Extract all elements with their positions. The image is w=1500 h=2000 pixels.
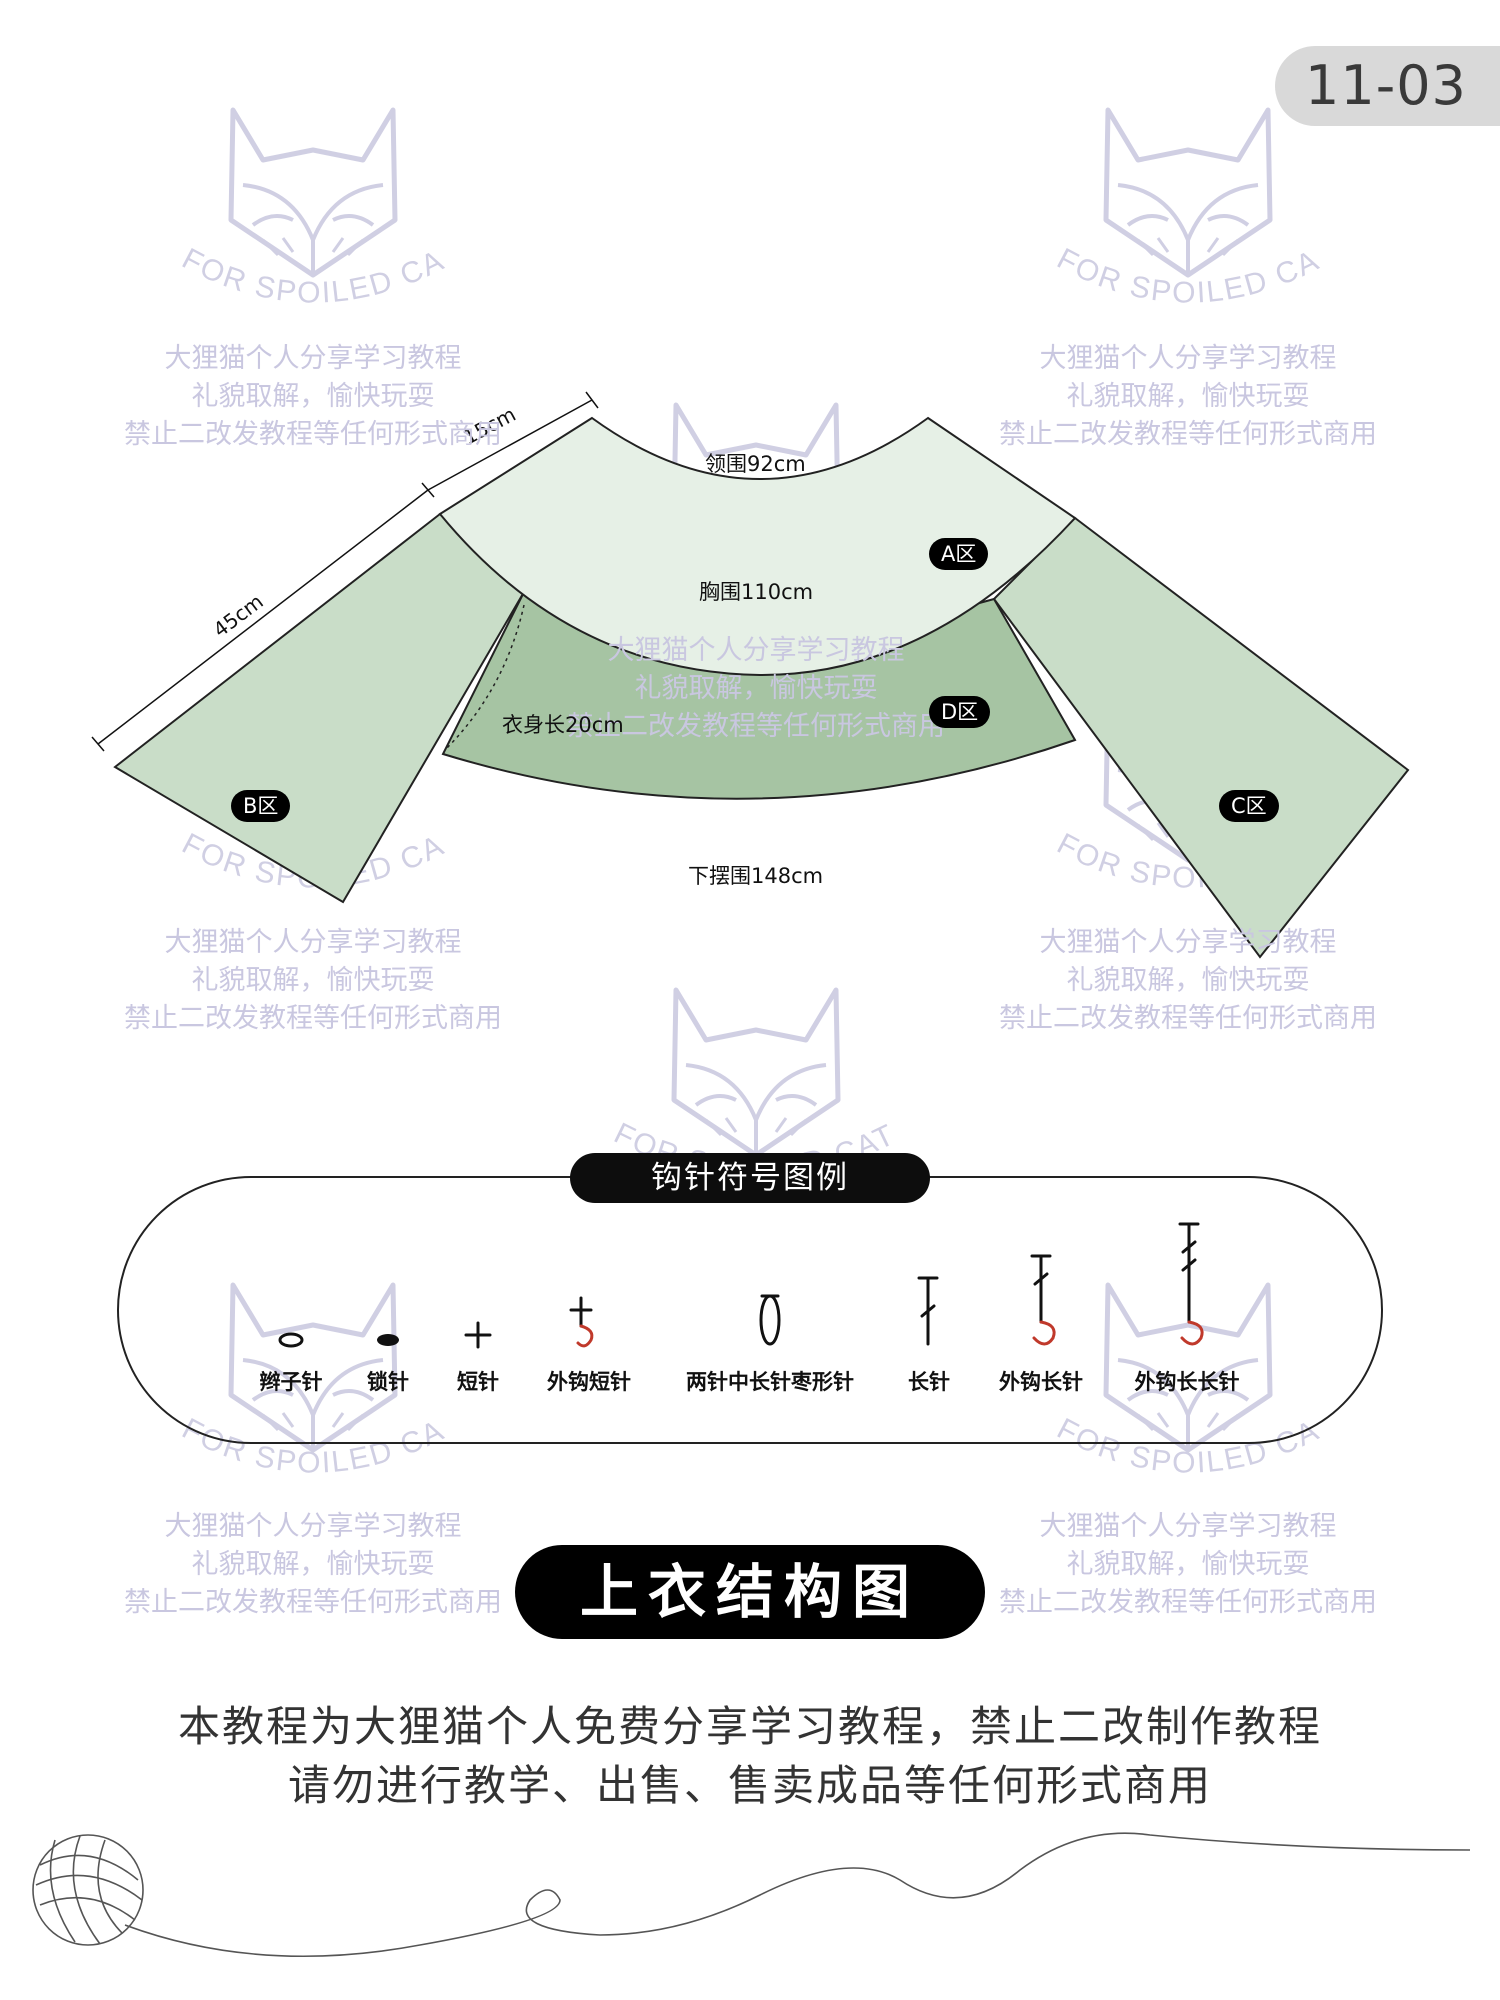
legend-label-puff: 两针中长针枣形针 (686, 1370, 854, 1394)
body-length-label: 衣身长20cm (502, 713, 624, 737)
legend-label-sc: 短针 (457, 1370, 499, 1394)
page-number-badge: 11-03 (1275, 46, 1500, 126)
single-crochet-icon (464, 1321, 492, 1349)
watermark-logo-6 (674, 990, 838, 1155)
legend-label-dc: 长针 (908, 1370, 950, 1394)
zone-c-badge: C区 (1219, 790, 1279, 822)
watermark-logo-1 (231, 110, 395, 275)
watermark-text-6: 大狸猫个人分享学习教程礼貌取解，愉快玩耍禁止二改发教程等任何形式商用 (124, 1511, 502, 1618)
zone-b-badge: B区 (231, 790, 291, 822)
sleeve-left-zone-b (113, 512, 526, 904)
watermark-text-7: 大狸猫个人分享学习教程礼貌取解，愉快玩耍禁止二改发教程等任何形式商用 (999, 1511, 1377, 1618)
page-number: 11-03 (1305, 54, 1467, 117)
notice-line-2: 请勿进行教学、出售、售卖成品等任何形式商用 (287, 1761, 1212, 1810)
legend-label-fpdc: 外钩长针 (999, 1370, 1083, 1394)
legend-label-fpsc: 外钩短针 (547, 1370, 631, 1394)
yarn-thread (124, 1832, 1471, 1958)
front-post-single-crochet-icon (569, 1296, 594, 1348)
legend-label-slip: 锁针 (367, 1370, 409, 1394)
slip-stitch-icon (377, 1334, 399, 1346)
legend-label-fptr: 外钩长长针 (1134, 1370, 1240, 1394)
legend-label-chain: 辫子针 (259, 1370, 323, 1394)
legend-title: 钩针符号图例 (570, 1153, 930, 1203)
neck-circumference-label: 领围92cm (705, 452, 806, 476)
legend-symbols (278, 1222, 1204, 1349)
two-hdc-puff-icon (759, 1294, 781, 1346)
body-side-dotted-line (444, 604, 525, 751)
notice-line-1: 本教程为大狸猫个人免费分享学习教程，禁止二改制作教程 (177, 1702, 1322, 1751)
hem-circumference-label: 下摆围148cm (688, 864, 824, 888)
front-post-treble-crochet-icon (1178, 1222, 1204, 1346)
yarn-ball-icon (32, 1834, 144, 1946)
dim-sleeve-label: 45cm (209, 589, 268, 642)
garment-diagram (113, 416, 1410, 959)
watermark-text-1: 大狸猫个人分享学习教程礼貌取解，愉快玩耍禁止二改发教程等任何形式商用 (124, 343, 502, 450)
watermark-text-4: 大狸猫个人分享学习教程礼貌取解，愉快玩耍禁止二改发教程等任何形式商用 (124, 927, 502, 1034)
zone-d-badge: D区 (929, 696, 991, 728)
dimension-lines (91, 391, 599, 752)
sleeve-right-zone-c (992, 516, 1410, 959)
watermark-logo-2 (1106, 110, 1270, 275)
main-title: 上衣结构图 (515, 1545, 985, 1639)
watermark-text-5: 大狸猫个人分享学习教程礼貌取解，愉快玩耍禁止二改发教程等任何形式商用 (999, 927, 1377, 1034)
chest-circumference-label: 胸围110cm (699, 580, 814, 604)
watermark-text-3: 大狸猫个人分享学习教程礼貌取解，愉快玩耍禁止二改发教程等任何形式商用 (567, 635, 945, 742)
watermark-text-2: 大狸猫个人分享学习教程礼貌取解，愉快玩耍禁止二改发教程等任何形式商用 (999, 343, 1377, 450)
chain-stitch-icon (278, 1332, 304, 1348)
watermark-brand-1: FOR SPOILED CATS (0, 0, 448, 310)
double-crochet-icon (917, 1276, 939, 1346)
zone-a-badge: A区 (929, 538, 989, 570)
front-post-double-crochet-icon (1030, 1254, 1056, 1346)
yoke-zone-a (438, 416, 1077, 677)
